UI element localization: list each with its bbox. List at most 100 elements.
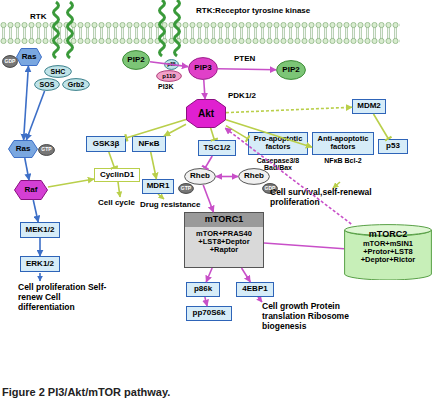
protein-ellipse: p85 — [164, 59, 179, 70]
pathway-arrow — [39, 238, 41, 256]
protein-box: MEK1/2 — [20, 222, 60, 238]
node-label: p53 — [386, 142, 400, 151]
pathway-arrow — [25, 158, 29, 180]
node-label: Anti-apoptotic factors — [312, 132, 374, 155]
node-label: Rheb — [244, 172, 264, 181]
annotation-text: Drug resistance — [140, 200, 214, 209]
node-label: TSC1/2 — [203, 144, 230, 153]
node-label: MDM2 — [357, 102, 381, 111]
node-label: GSK3β — [93, 140, 120, 149]
protein-ellipse: Grb2 — [62, 78, 90, 91]
pathway-arrow — [205, 297, 207, 306]
nucleotide-circle: GDP — [2, 55, 18, 68]
node-label: p110 — [162, 73, 175, 80]
pathway-arrow — [211, 128, 215, 140]
hexagon-shape — [15, 181, 48, 200]
ellipse-shape — [39, 145, 55, 156]
leader-arrow — [39, 273, 41, 281]
node-label: PIP3 — [194, 64, 211, 73]
annotation-text: Cell growth Protein translation Ribosome… — [262, 302, 362, 331]
node-label: Grb2 — [68, 81, 84, 89]
protein-box: p53 — [378, 139, 408, 154]
ellipse-shape — [35, 79, 60, 91]
ellipse-shape — [277, 61, 306, 80]
node-label: GTP — [181, 186, 191, 192]
protein-box: MDM2 — [352, 99, 386, 114]
pathway-arrow — [151, 152, 157, 179]
pathway-arrow — [226, 120, 312, 147]
node-label: GDP — [5, 59, 16, 65]
pathway-arrow — [226, 107, 352, 112]
node-label: PIP2 — [282, 66, 299, 75]
node-label: mTORC1 — [185, 213, 263, 227]
pathway-arrow — [33, 200, 38, 222]
leader-arrow — [118, 182, 120, 197]
figure-caption: Figure 2 PI3/Akt/mTOR pathway. — [2, 386, 432, 399]
pathway-arrow — [48, 179, 94, 187]
hexagon-shape — [17, 49, 42, 66]
complex-box: mTORC1 mTOR+PRAS40 +LST8+Deptor +Raptor — [184, 212, 264, 268]
ellipse-shape — [63, 79, 90, 91]
protein-ellipse: PIP2 — [122, 50, 150, 70]
annotation-text: RTK:Receptor tyrosine kinase — [196, 6, 346, 15]
node-label: ERK1/2 — [26, 260, 54, 269]
pathway-arrow — [216, 176, 238, 178]
pathway-arrow — [218, 68, 276, 71]
annotation-text: Cell cycle — [98, 198, 146, 207]
node-label: pp70S6k — [193, 309, 226, 318]
ellipse-shape — [45, 66, 72, 78]
octagon-shape — [187, 100, 226, 128]
node-label: p85 — [167, 62, 176, 68]
node-detail: mTOR+mSIN1 +Protor+LST8 +Deptor+Rictor — [350, 240, 426, 265]
receptor-helix — [54, 2, 59, 58]
pathway-arrow — [225, 128, 351, 224]
pathway-arrow — [264, 243, 344, 249]
protein-box: NFκB — [132, 136, 166, 152]
protein-box: MDR1 — [142, 179, 174, 194]
ellipse-shape — [165, 60, 179, 70]
pathway-arrow — [26, 91, 44, 140]
protein-ellipse: SHC — [44, 65, 72, 78]
node-label: 4EBP1 — [242, 285, 267, 294]
receptor-helix — [175, 0, 180, 56]
pathway-arrow — [206, 268, 212, 282]
annotation-text: Cell proliferation Self-renew Cell diffe… — [18, 283, 114, 312]
node-label: GTP — [41, 147, 51, 153]
protein-hexagon: Raf — [14, 180, 48, 200]
ellipse-shape — [239, 169, 270, 185]
protein-ellipse: SOS — [34, 78, 60, 91]
hexagon-shape — [9, 141, 38, 158]
node-label: SHC — [51, 68, 66, 76]
node-label: SOS — [40, 81, 55, 89]
protein-box: GSK3β — [86, 136, 126, 152]
node-label: Akt — [198, 108, 214, 119]
receptor-helix — [160, 0, 165, 56]
cell-membrane — [0, 22, 400, 44]
protein-box: p86k — [186, 282, 220, 297]
node-detail: NFκB Bcl-2 — [324, 157, 361, 165]
ellipse-shape — [123, 51, 150, 70]
protein-ellipse: Rheb — [184, 168, 216, 185]
node-label: Ras — [22, 53, 37, 62]
node-label: CyclinD1 — [100, 171, 134, 180]
node-label: mTORC2 — [369, 230, 407, 240]
node-label: NFκB — [139, 140, 160, 149]
node-label: MDR1 — [147, 182, 170, 191]
pathway-arrow — [204, 80, 205, 99]
pathway-arrow — [226, 126, 248, 139]
protein-box: 4EBP1 — [236, 282, 274, 297]
ellipse-shape — [179, 184, 194, 194]
node-detail: mTOR+PRAS40 +LST8+Deptor +Raptor — [187, 230, 261, 255]
ellipse-shape — [3, 56, 18, 68]
leader-arrow — [258, 297, 262, 302]
node-label: MEK1/2 — [26, 226, 55, 235]
nucleotide-circle: GTP — [178, 183, 194, 194]
ellipse-shape — [185, 169, 216, 185]
pathway-arrow — [126, 120, 186, 138]
factor-box: Anti-apoptotic factorsNFκB Bcl-2 — [312, 132, 374, 182]
ellipse-shape — [189, 58, 218, 80]
